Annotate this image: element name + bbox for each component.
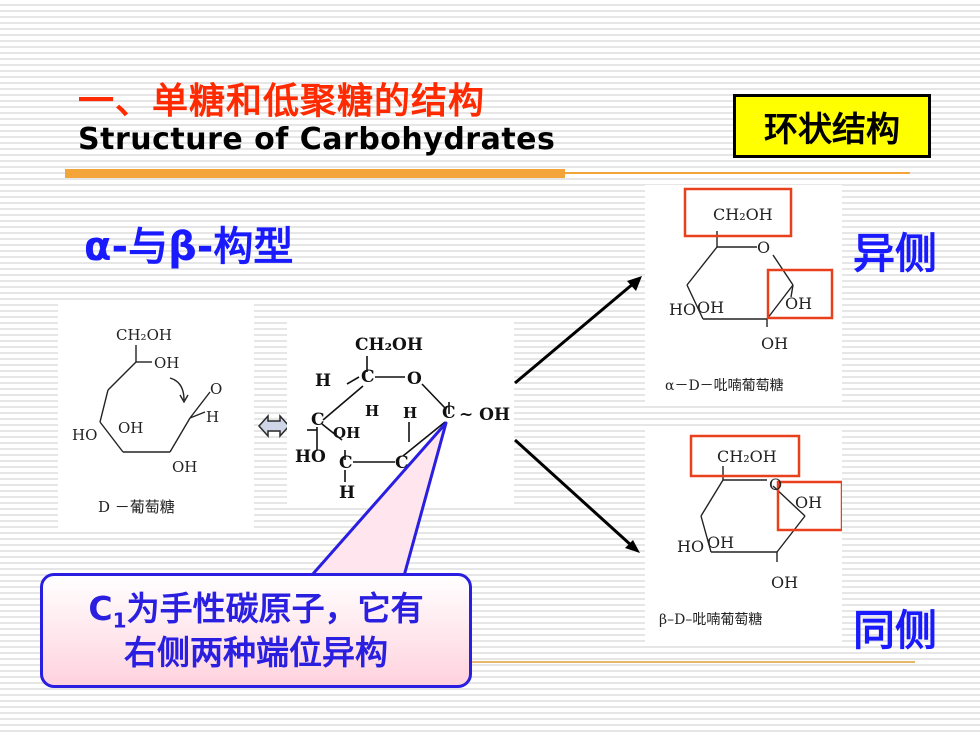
arrow-to-beta	[513, 438, 634, 548]
structure-caption: D －葡萄糖	[98, 498, 175, 516]
h-label: H	[403, 404, 417, 422]
intermediate-structure-panel: CH₂OH H C O H H C ~ OH C OH HO C C H	[287, 322, 514, 504]
oh-label: OH	[771, 573, 798, 592]
anomeric-oh-label: OH	[795, 493, 822, 512]
aldehyde-o-label: O	[210, 380, 222, 398]
ho-label: HO	[677, 537, 704, 556]
ring-o-label: O	[407, 369, 422, 389]
anomeric-oh-highlight-box	[766, 268, 834, 320]
h-label: H	[339, 483, 355, 503]
arrowhead-icon	[627, 276, 642, 291]
ch2oh-label: CH₂OH	[355, 335, 423, 355]
structure-caption: β–D–吡喃葡萄糖	[659, 612, 762, 628]
h-label: H	[315, 371, 331, 391]
title-divider-line	[565, 172, 910, 174]
oh-label: ~ OH	[459, 405, 510, 425]
page-title: 一、单糖和低聚糖的结构	[78, 81, 486, 122]
callout-text: C	[88, 588, 113, 628]
arrowhead-icon	[625, 540, 640, 553]
anomeric-oh-label: OH	[785, 294, 812, 313]
aldehyde-h-label: H	[206, 408, 219, 426]
arrow-to-alpha	[514, 281, 635, 385]
beta-glucopyranose-structure: CH₂OH O OH HO OH OH β–D–吡喃葡萄糖	[659, 434, 844, 628]
ch2oh-label: CH₂OH	[713, 205, 773, 224]
callout-subscript: 1	[112, 608, 127, 633]
structure-caption: α－D－吡喃葡萄糖	[665, 378, 784, 394]
alpha-glucopyranose-structure: CH₂OH O HO OH OH OH α－D－吡喃葡萄糖	[665, 187, 834, 394]
c-label: C	[361, 367, 375, 387]
ho-label: HO	[72, 426, 97, 444]
ring-o-label: O	[757, 238, 770, 257]
ch2oh-label: CH₂OH	[116, 326, 172, 344]
anomeric-c-label: C	[442, 403, 456, 423]
ch2oh-highlight-box	[689, 434, 801, 478]
ch2oh-label: CH₂OH	[717, 447, 777, 466]
page-subtitle-english: Structure of Carbohydrates	[78, 122, 556, 157]
alpha-glucopyranose-panel: CH₂OH O HO OH OH OH α－D－吡喃葡萄糖	[645, 185, 842, 403]
callout-text: 为手性碳原子，它有	[126, 588, 424, 628]
open-chain-glucose-panel: CH₂OH OH O H HO OH OH D －葡萄糖	[58, 300, 254, 528]
beta-glucopyranose-panel: CH₂OH O OH HO OH OH β–D–吡喃葡萄糖	[645, 430, 844, 645]
ring-o-label: O	[769, 475, 782, 494]
section-heading: α-与β-构型	[84, 224, 294, 270]
ho-label: HO	[295, 447, 326, 467]
h-label: H	[365, 402, 379, 420]
oh-label: OH	[118, 419, 143, 437]
label-same-side: 同侧	[853, 606, 938, 655]
label-alt-side: 异侧	[853, 229, 938, 278]
oh-label: OH	[707, 533, 734, 552]
open-chain-glucose-structure: CH₂OH OH O H HO OH OH D －葡萄糖	[72, 326, 222, 516]
ch2oh-highlight-box	[683, 187, 793, 238]
callout-line-1: C1为手性碳原子，它有	[88, 589, 423, 633]
ho-label: HO	[669, 300, 696, 319]
callout-pointer	[310, 421, 448, 578]
c-label: C	[339, 453, 353, 473]
oh-label: OH	[697, 298, 724, 317]
oh-label: OH	[333, 424, 360, 442]
intermediate-haworth-structure: CH₂OH H C O H H C ~ OH C OH HO C C H	[295, 335, 510, 503]
c-label: C	[311, 410, 325, 430]
callout-line-2: 右侧两种端位异构	[124, 632, 388, 672]
topic-badge: 环状结构	[733, 94, 931, 158]
oh-label: OH	[172, 458, 197, 476]
callout-box: C1为手性碳原子，它有 右侧两种端位异构	[40, 573, 472, 688]
oh-label: OH	[761, 334, 788, 353]
title-underline	[65, 169, 565, 178]
oh-label: OH	[154, 354, 179, 372]
bottom-divider-line	[470, 661, 915, 663]
